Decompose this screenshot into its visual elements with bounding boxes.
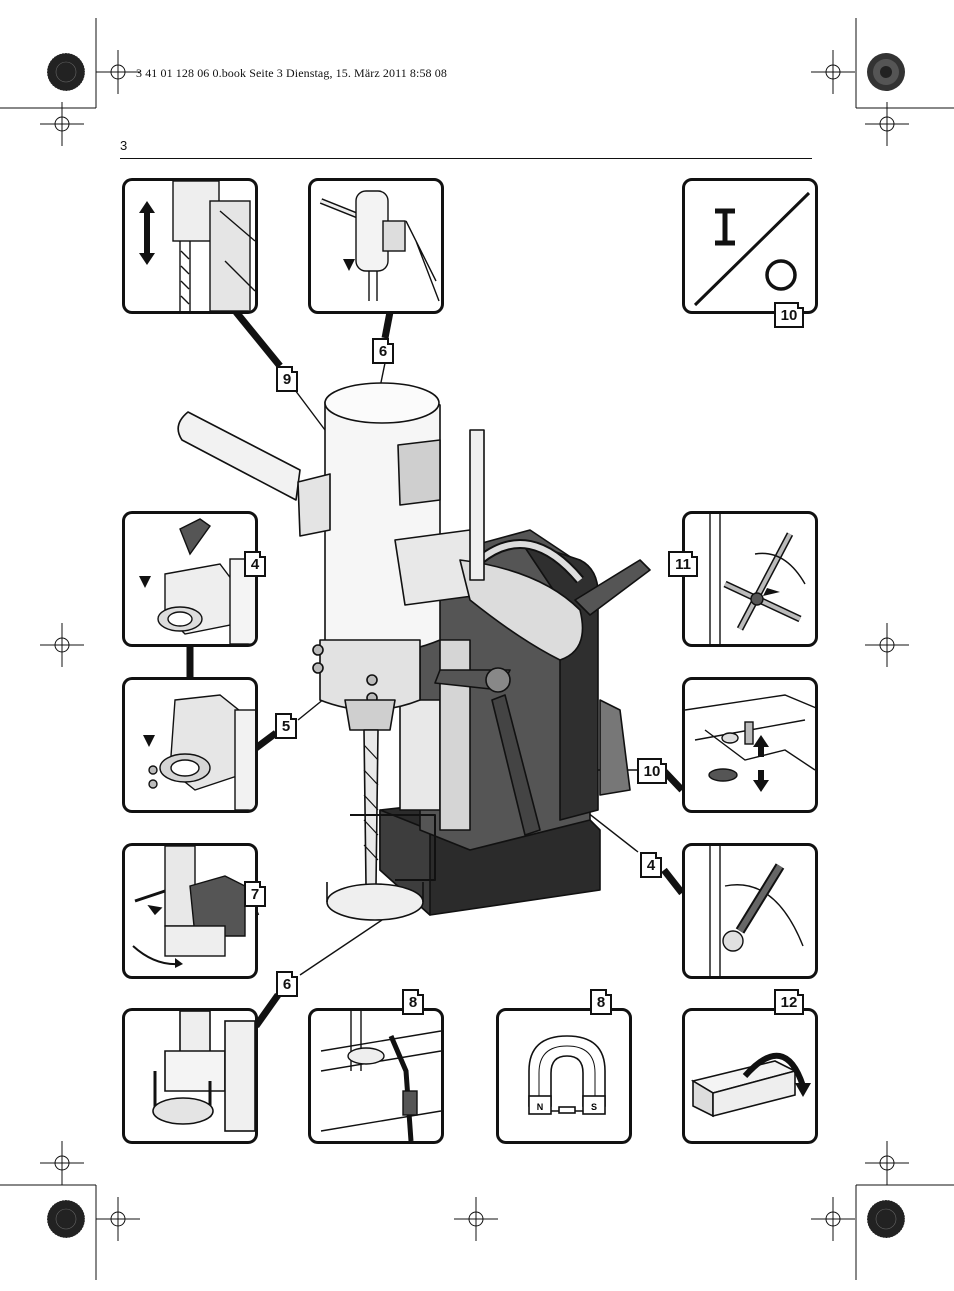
panel-handle-lock <box>122 511 258 647</box>
magnet-icon: N S <box>528 1035 606 1115</box>
badge-switch: 10 <box>774 302 804 328</box>
panel-pinion-drive <box>122 178 258 314</box>
badge-crank: 11 <box>668 551 698 577</box>
book-header-line: 3 41 01 128 06 0.book Seite 3 Dienstag, … <box>136 66 447 80</box>
power-on-icon <box>715 208 735 246</box>
badge-main-4: 4 <box>640 852 662 878</box>
panel-magnet: N S <box>496 1008 632 1144</box>
page-number: 3 <box>120 138 128 153</box>
panel-chip-guard <box>122 843 258 979</box>
panel-guard-ring <box>122 1008 258 1144</box>
header-rule <box>120 158 812 159</box>
panel-handle-mount <box>122 677 258 813</box>
power-off-icon <box>765 259 797 291</box>
panel-safety-strap <box>308 1008 444 1144</box>
crosshair-marks <box>40 50 909 1241</box>
badge-chip-guard: 7 <box>244 881 266 907</box>
badge-main-9: 9 <box>276 366 298 392</box>
badge-main-6-bottom: 6 <box>276 971 298 997</box>
panel-cover <box>682 1008 818 1144</box>
badge-main-5: 5 <box>275 713 297 739</box>
badge-strap: 8 <box>402 989 424 1015</box>
color-wheel-marks <box>46 52 906 1239</box>
magnet-north-label: N <box>537 1102 544 1112</box>
panel-lower-drill <box>308 178 444 314</box>
badge-cover: 12 <box>774 989 804 1015</box>
magnet-south-label: S <box>591 1102 597 1112</box>
badge-handle-lock: 4 <box>244 551 266 577</box>
badge-magnet: 8 <box>590 989 612 1015</box>
badge-main-6-top: 6 <box>372 338 394 364</box>
panel-height-adjust <box>682 677 818 813</box>
panel-crank-handle <box>682 511 818 647</box>
panel-feed-lever <box>682 843 818 979</box>
badge-main-10: 10 <box>637 758 667 784</box>
panel-on-off-switch <box>682 178 818 314</box>
